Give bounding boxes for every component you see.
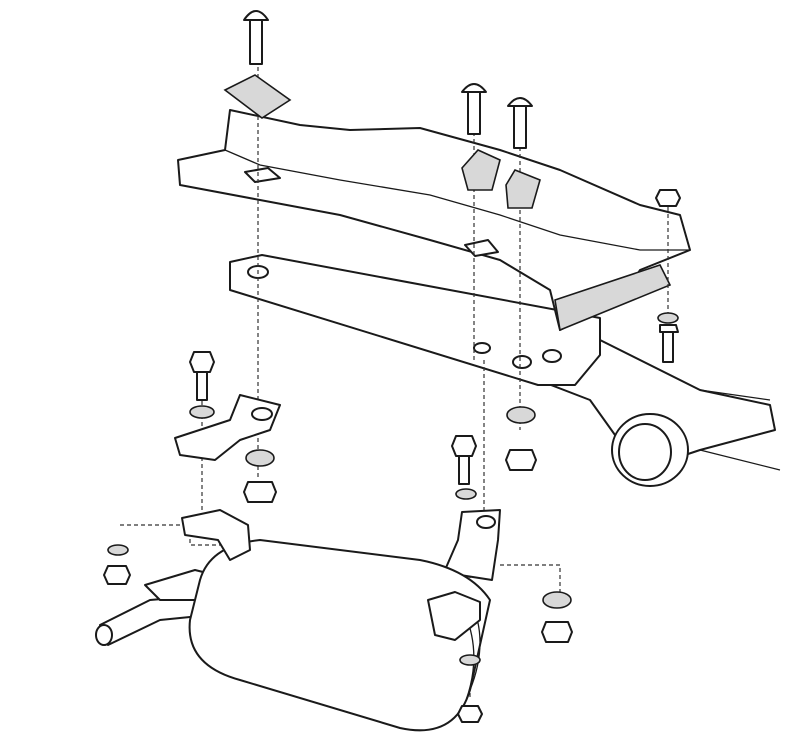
crossmember-channel [177,109,691,332]
muffler [181,509,491,732]
hanger-bracket-right [444,406,537,581]
square-washer [223,74,541,209]
hanger-bracket-left [174,351,281,503]
washer-nut-set [103,544,573,723]
carriage-bolt [243,10,533,149]
mounting-plate [229,254,601,386]
hex-bolt-right [655,189,681,363]
